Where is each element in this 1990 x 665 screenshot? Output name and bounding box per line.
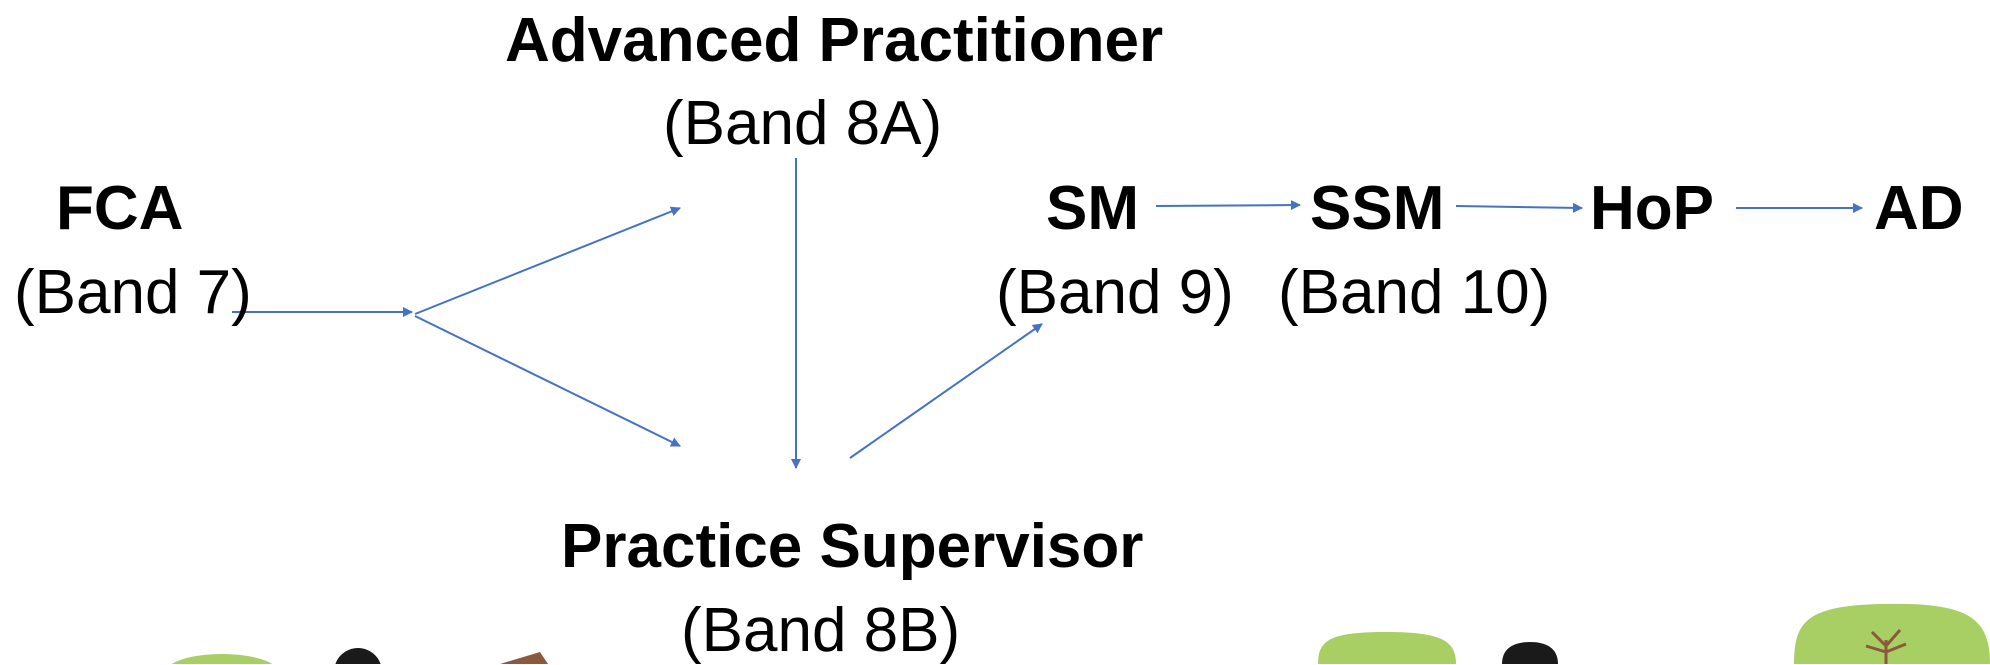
tree-canopy-left xyxy=(171,654,273,664)
ad-title: AD xyxy=(1874,174,1964,243)
dark-shape-left xyxy=(335,648,381,664)
arrow-branch-to-practice-supervisor xyxy=(414,315,681,447)
arrow-ssm-to-hop xyxy=(1455,202,1583,213)
ssm-band: (Band 10) xyxy=(1278,258,1551,327)
hop-title: HoP xyxy=(1590,174,1714,243)
decorative-clipart xyxy=(171,603,1990,664)
sm-band: (Band 9) xyxy=(996,258,1234,327)
trunk-shape-left xyxy=(500,652,548,664)
practice-supervisor-band: (Band 8B) xyxy=(681,596,961,665)
sm-title: SM xyxy=(1046,174,1139,243)
arrow-branch-to-advanced-practitioner xyxy=(414,206,681,315)
arrow-sm-to-ssm xyxy=(1155,200,1301,211)
tree-canopy-right xyxy=(1794,603,1990,664)
fca-title: FCA xyxy=(56,174,184,243)
arrow-practice-supervisor-to-sm xyxy=(849,323,1043,459)
dark-shape-right xyxy=(1502,642,1558,664)
tree-canopy-middle xyxy=(1318,632,1456,664)
advanced-practitioner-title: Advanced Practitioner xyxy=(505,6,1164,75)
tree-branches-right xyxy=(1865,629,1907,664)
practice-supervisor-title: Practice Supervisor xyxy=(561,512,1144,581)
ssm-title: SSM xyxy=(1310,174,1445,243)
advanced-practitioner-band: (Band 8A) xyxy=(663,89,943,158)
fca-band: (Band 7) xyxy=(14,258,252,327)
